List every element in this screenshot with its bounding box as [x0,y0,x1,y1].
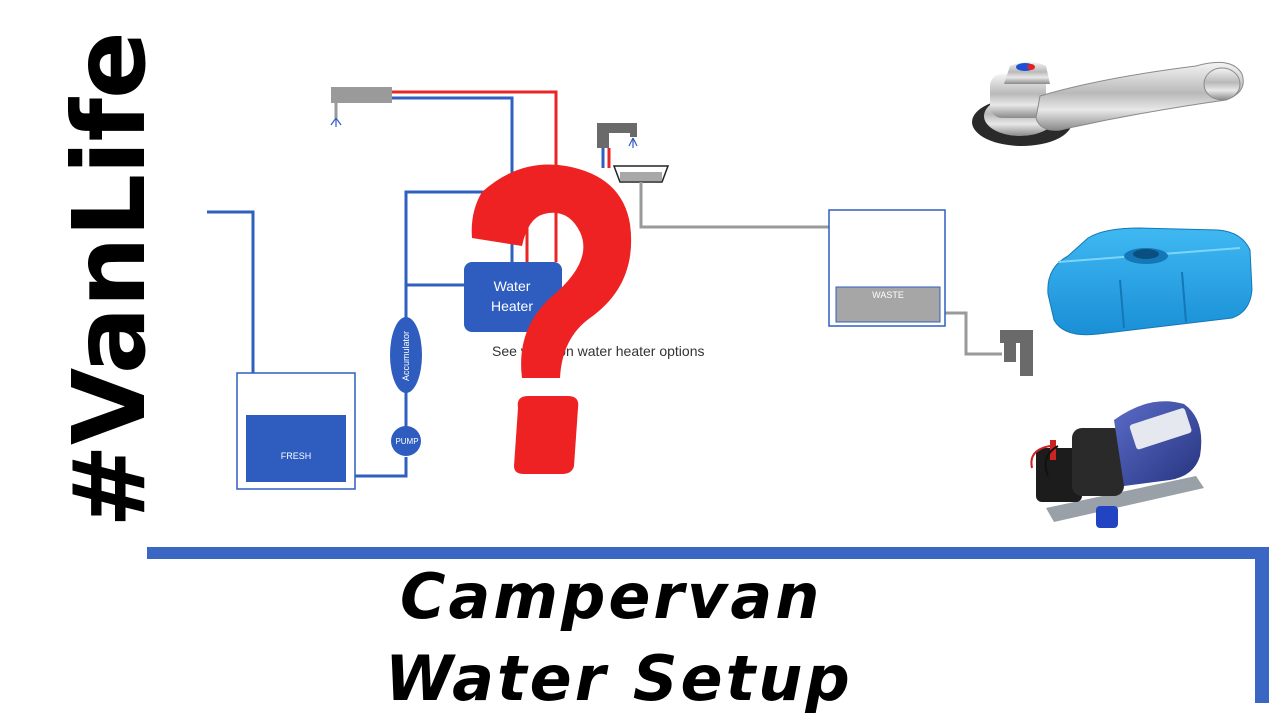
fill-pipe [207,210,255,373]
waste-tank: WASTE [828,209,946,327]
accumulator-label: Accumulator [401,331,411,381]
mixer-tap-photo [946,0,1280,200]
pump: PUMP [391,426,421,456]
frame-bar [147,547,1269,703]
water-tank-photo [1047,227,1253,336]
shower-head-icon [330,87,392,127]
drain-tap-icon [1000,330,1033,376]
title-line-2: Water Setup [385,642,853,715]
water-heater-label-1: Water [494,278,531,294]
hashtag-label: #VanLife [51,32,168,528]
grey-water-lines [639,182,1002,356]
water-pump-photo [1030,401,1204,528]
sink-faucet-icon [597,123,670,183]
pump-label: PUMP [395,437,418,446]
accumulator: Accumulator [390,317,422,393]
fresh-tank: FRESH [236,372,356,490]
title-line-1: Campervan [400,560,823,633]
question-mark-icon [471,164,632,474]
waste-tank-label: WASTE [872,290,904,300]
fresh-tank-label: FRESH [281,451,312,461]
water-heater-label-2: Heater [491,298,533,314]
